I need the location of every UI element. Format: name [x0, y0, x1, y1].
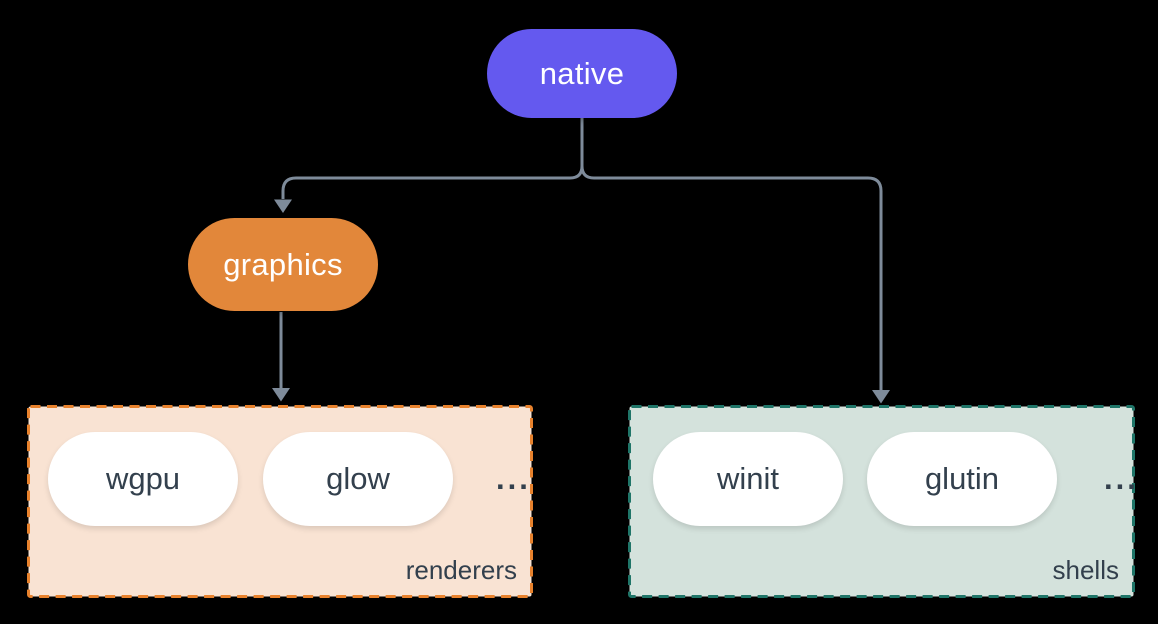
arrowhead-native-to-shells — [872, 390, 890, 404]
renderers-ellipsis: ... — [496, 461, 531, 496]
node-graphics-label: graphics — [223, 246, 343, 282]
node-wgpu-label: wgpu — [105, 461, 181, 496]
shells-ellipsis: ... — [1104, 461, 1139, 496]
node-glow: glow — [263, 432, 453, 526]
arrowhead-native-to-graphics — [274, 199, 292, 213]
node-native-label: native — [539, 55, 625, 91]
node-wgpu: wgpu — [48, 432, 238, 526]
shells-group-label: shells — [1052, 555, 1119, 585]
node-winit-label: winit — [716, 461, 779, 496]
arrowhead-graphics-to-renderers — [272, 388, 290, 402]
node-winit: winit — [653, 432, 843, 526]
node-graphics: graphics — [188, 218, 378, 311]
edge-native-to-graphics — [281, 117, 584, 199]
node-glutin-label: glutin — [924, 461, 1000, 496]
edge-native-to-shells — [580, 117, 883, 390]
node-glow-label: glow — [326, 461, 390, 496]
node-glutin: glutin — [867, 432, 1057, 526]
node-native: native — [487, 29, 677, 118]
group-renderers: wgpu glow ... renderers — [27, 405, 533, 598]
group-shells: winit glutin ... shells — [628, 405, 1136, 598]
renderers-group-label: renderers — [405, 555, 517, 585]
